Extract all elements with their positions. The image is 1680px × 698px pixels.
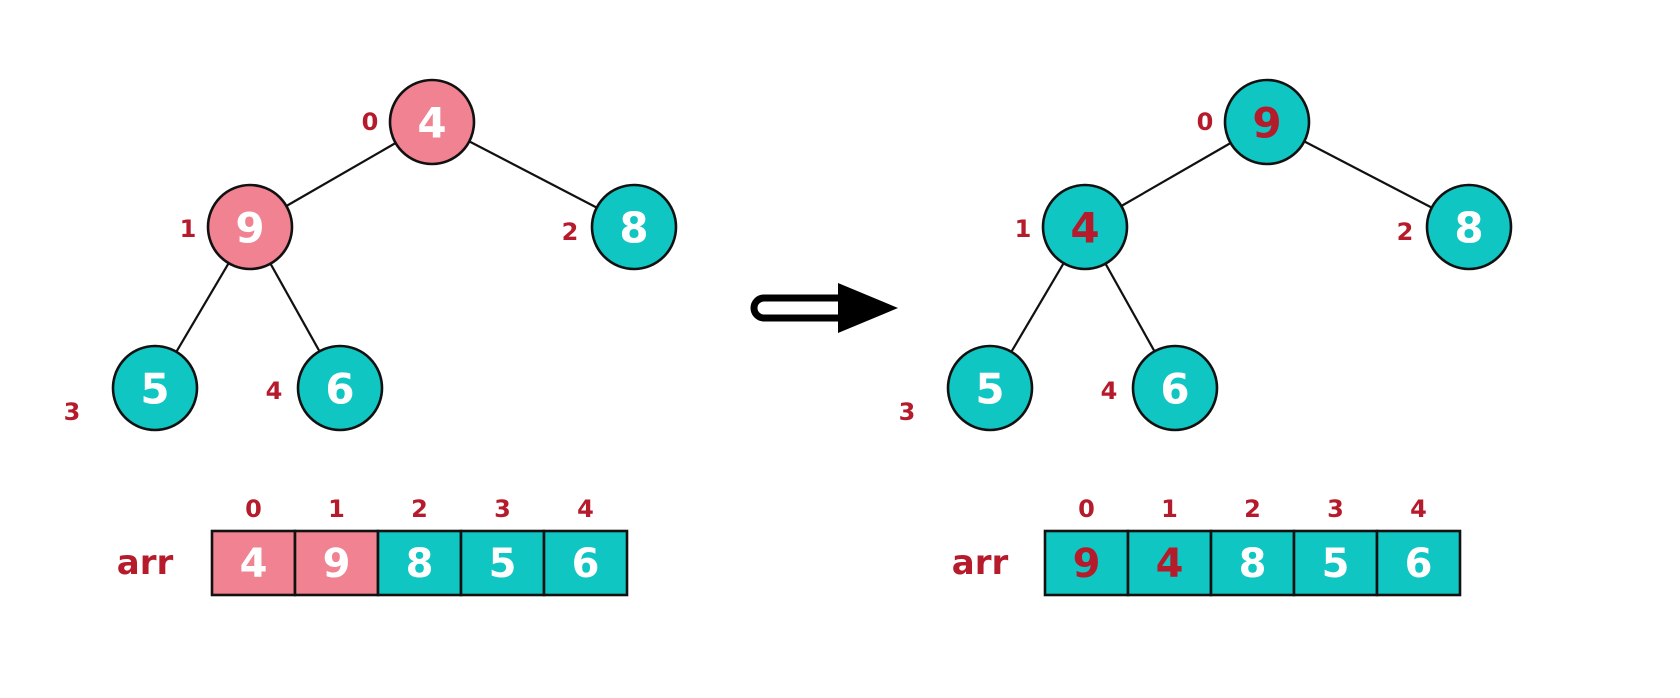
tree-nodes-layer: 4 9 8 5 6 9 4 8 5 6 [111, 78, 1513, 432]
tree-node-value: 8 [619, 204, 648, 253]
tree-node[interactable]: 5 [946, 344, 1034, 432]
array-index-label: 2 [1244, 495, 1261, 523]
array-cell[interactable] [542, 529, 629, 597]
tree-node-index-label: 2 [562, 218, 579, 246]
tree-node-circle [1131, 344, 1219, 432]
tree-node-circle [111, 344, 199, 432]
tree-node[interactable]: 4 [1041, 183, 1129, 271]
tree-node-value: 5 [975, 365, 1004, 414]
array-cell-value: 6 [572, 541, 600, 587]
tree-node-circle [296, 344, 384, 432]
array-cell-value: 4 [1156, 541, 1184, 587]
tree-node-circle [206, 183, 294, 271]
array-cell-value: 4 [240, 541, 268, 587]
array-widget: arr 9 0 4 1 8 2 5 3 6 4 [952, 495, 1462, 597]
tree-node-index-label: 2 [1397, 218, 1414, 246]
array-index-label: 1 [328, 495, 345, 523]
tree-node-value: 8 [1454, 204, 1483, 253]
tree-node-circle [1425, 183, 1513, 271]
array-cell-value: 9 [323, 541, 351, 587]
array-name-label: arr [117, 543, 174, 583]
tree-edge [1010, 262, 1065, 353]
tree-edge [1120, 142, 1232, 207]
array-cell[interactable] [1043, 529, 1130, 597]
transition-arrow-layer [750, 283, 898, 333]
array-cell[interactable] [1209, 529, 1296, 597]
array-cell-value: 5 [489, 541, 517, 587]
tree-node[interactable]: 9 [206, 183, 294, 271]
tree-node-circle [946, 344, 1034, 432]
array-index-label: 1 [1161, 495, 1178, 523]
array-cell[interactable] [376, 529, 463, 597]
right-arrow-shaft [750, 294, 849, 322]
array-name-label: arr [952, 543, 1009, 583]
array-cell[interactable] [1375, 529, 1462, 597]
array-cell[interactable] [293, 529, 380, 597]
tree-node-index-label: 3 [64, 398, 81, 426]
tree-node-value: 6 [325, 365, 354, 414]
tree-node[interactable]: 6 [296, 344, 384, 432]
tree-edges-layer [175, 140, 1433, 353]
tree-node-index-label: 0 [362, 108, 379, 136]
tree-node-index-label: 1 [1015, 215, 1032, 243]
array-cell-value: 9 [1073, 541, 1101, 587]
tree-node-circle [1223, 78, 1311, 166]
tree-node-circle [590, 183, 678, 271]
right-arrow-head [838, 283, 898, 333]
tree-edge [1303, 140, 1433, 209]
tree-node[interactable]: 9 [1223, 78, 1311, 166]
tree-node-value: 9 [235, 204, 264, 253]
tree-node-value: 9 [1252, 99, 1281, 148]
tree-node[interactable]: 4 [388, 78, 476, 166]
tree-node-value: 6 [1160, 365, 1189, 414]
tree-edge [285, 142, 397, 207]
tree-node-index-label: 0 [1197, 108, 1214, 136]
tree-node-circle [388, 78, 476, 166]
array-index-label: 0 [245, 495, 262, 523]
tree-node-index-label: 4 [1101, 377, 1118, 405]
tree-node-index-label: 1 [180, 215, 197, 243]
tree-edge [175, 262, 230, 353]
tree-node-value: 4 [417, 99, 446, 148]
tree-node-circle [1041, 183, 1129, 271]
array-index-label: 4 [1410, 495, 1427, 523]
array-cell-value: 8 [406, 541, 434, 587]
tree-node-value: 5 [140, 365, 169, 414]
array-index-label: 0 [1078, 495, 1095, 523]
array-cell-value: 8 [1239, 541, 1267, 587]
tree-node-index-label: 3 [899, 398, 916, 426]
array-cell-value: 6 [1405, 541, 1433, 587]
array-index-label: 3 [494, 495, 511, 523]
array-index-label: 4 [577, 495, 594, 523]
tree-node[interactable]: 5 [111, 344, 199, 432]
tree-edge [468, 140, 598, 209]
tree-index-labels-layer: 0 1 2 3 4 0 1 2 3 4 [64, 108, 1414, 426]
tree-node[interactable]: 6 [1131, 344, 1219, 432]
tree-edge [269, 263, 321, 352]
tree-node[interactable]: 8 [590, 183, 678, 271]
tree-node-index-label: 4 [266, 377, 283, 405]
tree-edge [1104, 263, 1156, 352]
array-cell[interactable] [1292, 529, 1379, 597]
array-index-label: 2 [411, 495, 428, 523]
array-cell-value: 5 [1322, 541, 1350, 587]
tree-node[interactable]: 8 [1425, 183, 1513, 271]
tree-node-value: 4 [1070, 204, 1099, 253]
array-index-label: 3 [1327, 495, 1344, 523]
